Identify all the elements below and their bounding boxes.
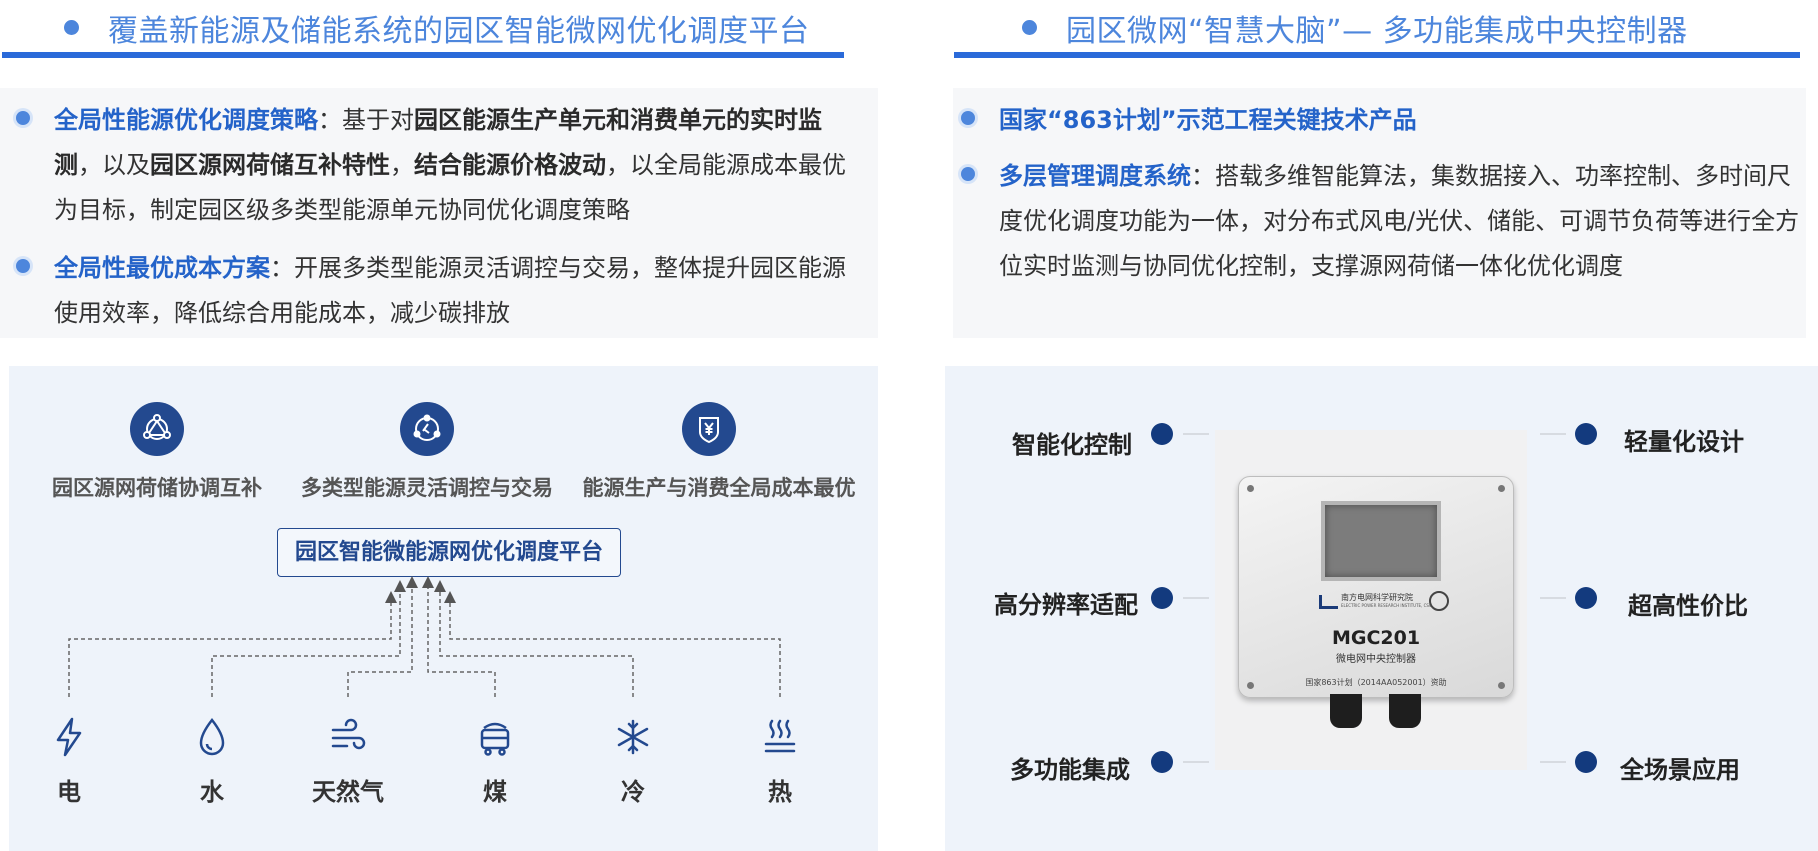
feature-label: 多功能集成 [1010, 756, 1130, 784]
bullet-dot [961, 167, 975, 181]
feature-connector [1183, 433, 1209, 435]
line-gas [347, 576, 418, 697]
screw [1247, 682, 1254, 689]
resource-label: 煤 [483, 778, 507, 806]
resource-label: 水 [200, 778, 224, 806]
platform-title-box: 园区智能微能源网优化调度平台 [277, 528, 621, 577]
right-header-title: 园区微网“智慧大脑”— 多功能集成中央控制器 [1066, 14, 1688, 49]
right-text-panel: 国家“863计划”示范工程关键技术产品 多层管理调度系统：搭载多维智能算法，集数… [953, 88, 1806, 338]
heat-waves-icon [764, 719, 796, 753]
wind-gas-icon [331, 718, 366, 750]
bullet-item: 全局性能源优化调度策略：基于对园区能源生产单元和消费单元的实时监测，以及园区源网… [16, 98, 858, 238]
bullet-dot [961, 111, 975, 125]
feature-label: 超高性价比 [1628, 592, 1748, 620]
feature-caption: 多类型能源灵活调控与交易 [301, 476, 553, 500]
feature-connector [1540, 433, 1566, 435]
bullet-heading: 国家“863计划”示范工程关键技术产品 [999, 106, 1417, 134]
bullet-item: 全局性最优成本方案：开展多类型能源灵活调控与交易，整体提升园区能源使用效率，降低… [16, 246, 858, 338]
text-run: ，以及 [78, 151, 150, 179]
feature-dot [1151, 587, 1173, 609]
feature-connector [1540, 761, 1566, 763]
device-body: 南方电网科学研究院 ELECTRIC POWER RESEARCH INSTIT… [1238, 476, 1514, 698]
bullet-item: 国家“863计划”示范工程关键技术产品 [961, 98, 1806, 143]
bullet-dot [16, 259, 30, 273]
cable-gland [1389, 694, 1421, 728]
bullet-dot [16, 111, 30, 125]
resource-label: 热 [768, 778, 792, 806]
bullet-text: 全局性最优成本方案：开展多类型能源灵活调控与交易，整体提升园区能源使用效率，降低… [54, 246, 858, 336]
line-coal [422, 576, 496, 697]
screw [1247, 485, 1254, 492]
screw [1498, 485, 1505, 492]
right-section-header: 园区微网“智慧大脑”— 多功能集成中央控制器 [950, 0, 1800, 62]
cable-gland [1330, 694, 1362, 728]
certification-seal [1429, 591, 1449, 611]
header-underline [954, 52, 1800, 58]
text-run: ：开展多类型能源灵活调控与交易，整体提升园区能源使用效率，降低综合用能成本，减少… [54, 254, 846, 327]
coal-cart-icon [480, 722, 510, 756]
bullet-heading: 全局性最优成本方案 [54, 254, 270, 282]
line-electricity [68, 591, 397, 697]
brand-logo [1319, 595, 1338, 609]
lightning-icon [56, 717, 82, 757]
line-water [211, 580, 406, 697]
text-run: ，以全局能源成本最优为目标，制定园区级多类型能源单元协同优化调度策略 [54, 151, 846, 224]
screw [1498, 682, 1505, 689]
feature-label: 高分辨率适配 [994, 591, 1138, 619]
bullet-text: 多层管理调度系统：搭载多维智能算法，集数据接入、功率控制、多时间尺度优化调度功能… [999, 154, 1806, 289]
water-drop-icon [199, 717, 225, 756]
network-nodes-icon [130, 402, 184, 456]
feature-dot [1575, 751, 1597, 773]
feature-caption: 园区源网荷储协调互补 [52, 476, 262, 500]
device-funding-note: 国家863计划（2014AA052001）资助 [1305, 678, 1447, 687]
line-cold [434, 580, 634, 697]
exchange-cycle-icon [400, 402, 454, 456]
header-bullet-dot [1022, 20, 1037, 35]
device-name: 微电网中央控制器 [1336, 654, 1416, 665]
device-brand: 南方电网科学研究院 [1341, 593, 1413, 602]
bullet-text: 国家“863计划”示范工程关键技术产品 [999, 98, 1806, 143]
header-underline [2, 52, 844, 58]
bullet-heading: 全局性能源优化调度策略 [54, 106, 318, 134]
feature-dot [1575, 423, 1597, 445]
header-bullet-dot [64, 20, 79, 35]
resource-label: 天然气 [312, 778, 384, 806]
connection-lines [68, 576, 781, 697]
bold-run: 园区能源生产单元和消费单元的实时监测 [54, 106, 822, 179]
left-header-title: 覆盖新能源及储能系统的园区智能微网优化调度平台 [108, 14, 810, 49]
feature-label: 全场景应用 [1620, 756, 1740, 784]
feature-label: 智能化控制 [1012, 431, 1132, 459]
left-text-panel: 全局性能源优化调度策略：基于对园区能源生产单元和消费单元的实时监测，以及园区源网… [0, 88, 878, 338]
text-run: ：基于对 [318, 106, 414, 134]
bullet-text: 全局性能源优化调度策略：基于对园区能源生产单元和消费单元的实时监测，以及园区源网… [54, 98, 858, 233]
feature-label: 轻量化设计 [1624, 428, 1744, 456]
device-brand-en: ELECTRIC POWER RESEARCH INSTITUTE, CSG [1341, 603, 1433, 608]
feature-dot [1151, 751, 1173, 773]
text-run: ：搭载多维智能算法，集数据接入、功率控制、多时间尺度优化调度功能为一体，对分布式… [999, 162, 1800, 280]
feature-connector [1183, 597, 1209, 599]
feature-dot [1575, 587, 1597, 609]
resource-label: 电 [57, 778, 81, 806]
bullet-item: 多层管理调度系统：搭载多维智能算法，集数据接入、功率控制、多时间尺度优化调度功能… [961, 154, 1806, 294]
feature-connector [1540, 597, 1566, 599]
bold-run: 结合能源价格波动 [414, 151, 606, 179]
left-section-header: 覆盖新能源及储能系统的园区智能微网优化调度平台 [0, 0, 850, 62]
line-heat [444, 591, 781, 697]
text-run: ， [390, 151, 414, 179]
device-screen [1321, 501, 1441, 581]
snowflake-icon [617, 719, 649, 755]
yuan-shield-icon [682, 402, 736, 456]
device-model: MGC201 [1331, 627, 1421, 649]
bullet-heading: 多层管理调度系统 [999, 162, 1191, 190]
bold-run: 园区源网荷储互补特性 [150, 151, 390, 179]
feature-connector [1183, 761, 1209, 763]
resource-label: 冷 [621, 778, 645, 806]
feature-dot [1151, 423, 1173, 445]
feature-caption: 能源生产与消费全局成本最优 [582, 476, 856, 500]
